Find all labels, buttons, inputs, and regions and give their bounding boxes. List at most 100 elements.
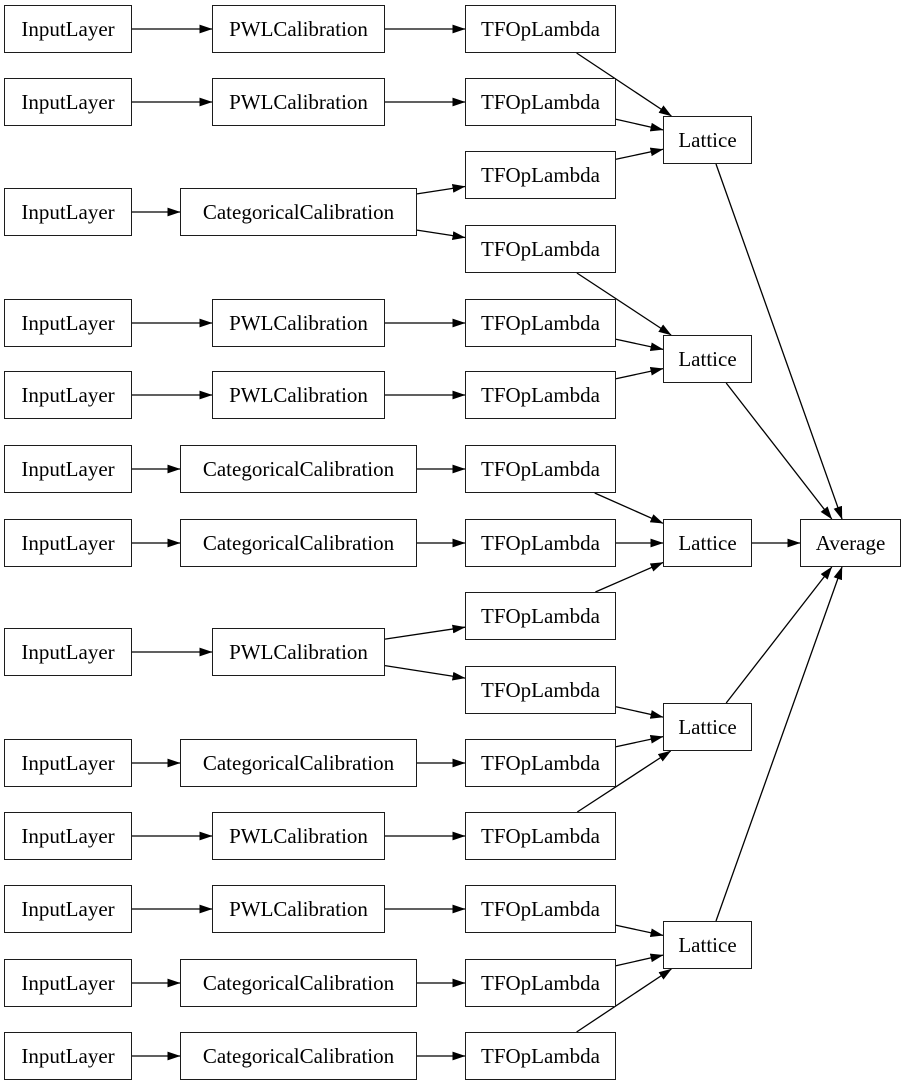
- node-cal9-categoricalcalibration: CategoricalCalibration: [180, 739, 417, 787]
- node-tf5-tfoplambda: TFOpLambda: [465, 299, 616, 347]
- edge-tf5-to-lat2: [615, 338, 664, 352]
- node-label: TFOpLambda: [481, 236, 600, 261]
- node-label: InputLayer: [21, 750, 115, 775]
- node-label: CategoricalCalibration: [202, 750, 395, 775]
- node-cal10-pwlcalibration: PWLCalibration: [212, 812, 385, 860]
- node-tf12-tfoplambda: TFOpLambda: [465, 812, 616, 860]
- node-cal5-pwlcalibration: PWLCalibration: [212, 371, 385, 419]
- node-label: PWLCalibration: [229, 16, 368, 41]
- node-cal8-pwlcalibration: PWLCalibration: [212, 628, 385, 676]
- node-cal4-pwlcalibration: PWLCalibration: [212, 299, 385, 347]
- node-label: TFOpLambda: [481, 823, 600, 848]
- node-cal1-pwlcalibration: PWLCalibration: [212, 5, 385, 53]
- node-lat3-lattice: Lattice: [663, 519, 752, 567]
- edge-cal8-to-tf9: [384, 624, 466, 640]
- node-label: Average: [815, 530, 886, 555]
- node-tf10-tfoplambda: TFOpLambda: [465, 666, 616, 714]
- node-label: PWLCalibration: [229, 89, 368, 114]
- node-tf4-tfoplambda: TFOpLambda: [465, 225, 616, 273]
- edge-tf12-to-lat4: [576, 750, 672, 813]
- edge-tf13-to-lat5: [615, 924, 664, 938]
- node-cal11-pwlcalibration: PWLCalibration: [212, 885, 385, 933]
- node-tf9-tfoplambda: TFOpLambda: [465, 592, 616, 640]
- edge-lat1-to-avg: [715, 163, 843, 520]
- node-lat2-lattice: Lattice: [663, 335, 752, 383]
- edge-tf11-to-lat4: [615, 734, 664, 748]
- node-label: TFOpLambda: [481, 750, 600, 775]
- node-label: InputLayer: [21, 89, 115, 114]
- node-label: TFOpLambda: [481, 677, 600, 702]
- node-in11-inputlayer: InputLayer: [4, 885, 132, 933]
- node-in2-inputlayer: InputLayer: [4, 78, 132, 126]
- node-in12-inputlayer: InputLayer: [4, 959, 132, 1007]
- node-label: Lattice: [678, 714, 737, 739]
- node-label: InputLayer: [21, 970, 115, 995]
- node-cal12-categoricalcalibration: CategoricalCalibration: [180, 959, 417, 1007]
- edge-tf3-to-lat1: [615, 147, 664, 160]
- edge-tf6-to-lat2: [615, 366, 664, 380]
- node-in5-inputlayer: InputLayer: [4, 371, 132, 419]
- node-label: PWLCalibration: [229, 823, 368, 848]
- node-tf2-tfoplambda: TFOpLambda: [465, 78, 616, 126]
- edge-lat5-to-avg: [715, 566, 843, 922]
- node-label: InputLayer: [21, 310, 115, 335]
- edge-lat4-to-avg: [725, 566, 833, 704]
- node-in3-inputlayer: InputLayer: [4, 188, 132, 236]
- node-label: CategoricalCalibration: [202, 1043, 395, 1068]
- node-label: TFOpLambda: [481, 970, 600, 995]
- node-label: InputLayer: [21, 382, 115, 407]
- node-label: Lattice: [678, 932, 737, 957]
- node-cal13-categoricalcalibration: CategoricalCalibration: [180, 1032, 417, 1080]
- node-label: CategoricalCalibration: [202, 456, 395, 481]
- node-label: TFOpLambda: [481, 382, 600, 407]
- node-label: InputLayer: [21, 199, 115, 224]
- node-tf13-tfoplambda: TFOpLambda: [465, 885, 616, 933]
- node-label: InputLayer: [21, 1043, 115, 1068]
- node-in8-inputlayer: InputLayer: [4, 628, 132, 676]
- node-in1-inputlayer: InputLayer: [4, 5, 132, 53]
- node-tf6-tfoplambda: TFOpLambda: [465, 371, 616, 419]
- edge-cal3-to-tf3: [416, 184, 466, 195]
- node-label: TFOpLambda: [481, 89, 600, 114]
- node-in10-inputlayer: InputLayer: [4, 812, 132, 860]
- edge-cal8-to-tf10: [384, 664, 466, 681]
- node-cal3-categoricalcalibration: CategoricalCalibration: [180, 188, 417, 236]
- node-label: PWLCalibration: [229, 310, 368, 335]
- node-label: TFOpLambda: [481, 456, 600, 481]
- node-label: InputLayer: [21, 896, 115, 921]
- node-in7-inputlayer: InputLayer: [4, 519, 132, 567]
- node-tf15-tfoplambda: TFOpLambda: [465, 1032, 616, 1080]
- node-label: InputLayer: [21, 456, 115, 481]
- node-tf7-tfoplambda: TFOpLambda: [465, 445, 616, 493]
- node-in4-inputlayer: InputLayer: [4, 299, 132, 347]
- node-label: InputLayer: [21, 823, 115, 848]
- node-lat1-lattice: Lattice: [663, 116, 752, 164]
- edge-tf15-to-lat5: [576, 968, 672, 1033]
- node-label: Lattice: [678, 530, 737, 555]
- node-tf1-tfoplambda: TFOpLambda: [465, 5, 616, 53]
- node-label: TFOpLambda: [481, 162, 600, 187]
- edge-tf10-to-lat4: [615, 706, 664, 719]
- edge-tf1-to-lat1: [576, 52, 672, 117]
- node-label: TFOpLambda: [481, 16, 600, 41]
- node-label: CategoricalCalibration: [202, 970, 395, 995]
- node-label: Lattice: [678, 346, 737, 371]
- node-label: PWLCalibration: [229, 639, 368, 664]
- node-tf3-tfoplambda: TFOpLambda: [465, 151, 616, 199]
- node-label: InputLayer: [21, 530, 115, 555]
- node-avg-average: Average: [800, 519, 901, 567]
- node-lat5-lattice: Lattice: [663, 921, 752, 969]
- edge-tf2-to-lat1: [615, 118, 664, 132]
- node-lat4-lattice: Lattice: [663, 703, 752, 751]
- node-label: InputLayer: [21, 639, 115, 664]
- edge-group: [132, 24, 843, 1061]
- node-cal7-categoricalcalibration: CategoricalCalibration: [180, 519, 417, 567]
- edge-cal3-to-tf4: [416, 229, 466, 240]
- node-label: TFOpLambda: [481, 603, 600, 628]
- edge-tf4-to-lat2: [576, 272, 672, 336]
- node-label: PWLCalibration: [229, 382, 368, 407]
- node-tf11-tfoplambda: TFOpLambda: [465, 739, 616, 787]
